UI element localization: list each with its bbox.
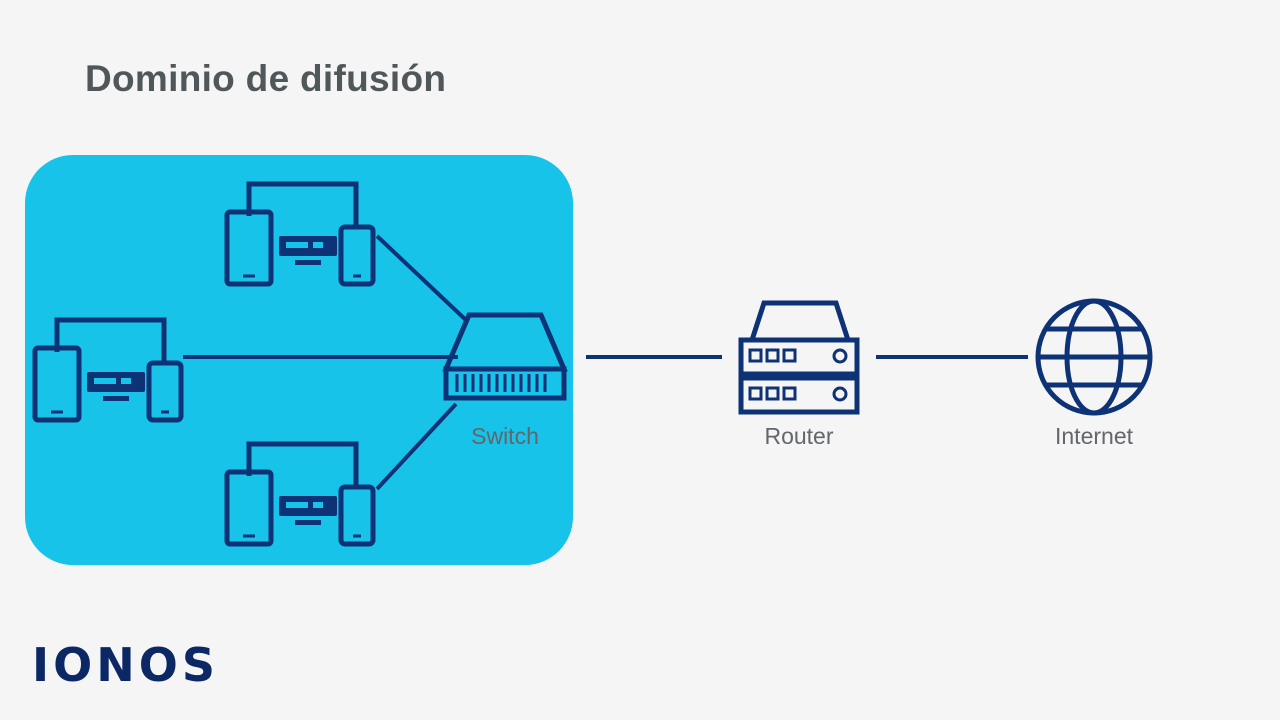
switch-label: Switch — [471, 423, 539, 449]
broadcast-domain-area — [25, 155, 573, 565]
internet-globe-icon — [1035, 298, 1153, 416]
switch-icon — [442, 312, 568, 401]
connection-lines — [183, 234, 1028, 491]
router-label: Router — [764, 423, 833, 449]
internet-label: Internet — [1055, 423, 1134, 449]
line-topgroup-switch — [375, 234, 470, 324]
router-icon — [738, 300, 860, 415]
ionos-logo: IONOS — [32, 638, 219, 692]
line-bottomgroup-switch — [375, 402, 458, 491]
page-title: Dominio de difusión — [85, 58, 447, 99]
